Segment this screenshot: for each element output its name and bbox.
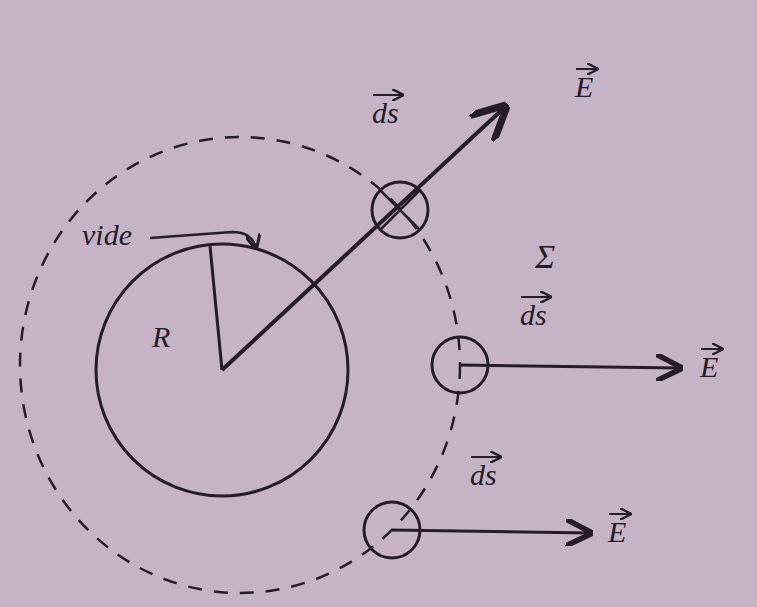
vector-arrow (471, 456, 501, 458)
vector-arrow (373, 94, 403, 96)
field-vector (460, 365, 680, 368)
charged-sphere: R (94, 242, 350, 498)
surface-element-label: ds (520, 300, 547, 330)
vector-arrow (521, 296, 551, 298)
vector-arrow (609, 513, 630, 515)
surface-element-label: ds (470, 460, 497, 490)
vector-arrow (576, 68, 597, 70)
vector-arrow (701, 348, 722, 350)
field-label: E (700, 352, 718, 382)
field-vector (392, 530, 590, 533)
surface-label: Σ (535, 240, 555, 274)
field-vector (222, 107, 505, 370)
surface-element-label: ds (372, 98, 399, 128)
cross-mark (380, 190, 420, 230)
field-label: E (575, 72, 593, 102)
surface-element (372, 182, 428, 238)
sphere-outline (94, 242, 350, 498)
field-label: E (608, 517, 626, 547)
radius-label: R (152, 322, 170, 352)
radius-line (210, 246, 222, 370)
cross-mark (380, 190, 420, 230)
region-label: vide (82, 220, 132, 250)
gauss-surface (20, 137, 460, 593)
